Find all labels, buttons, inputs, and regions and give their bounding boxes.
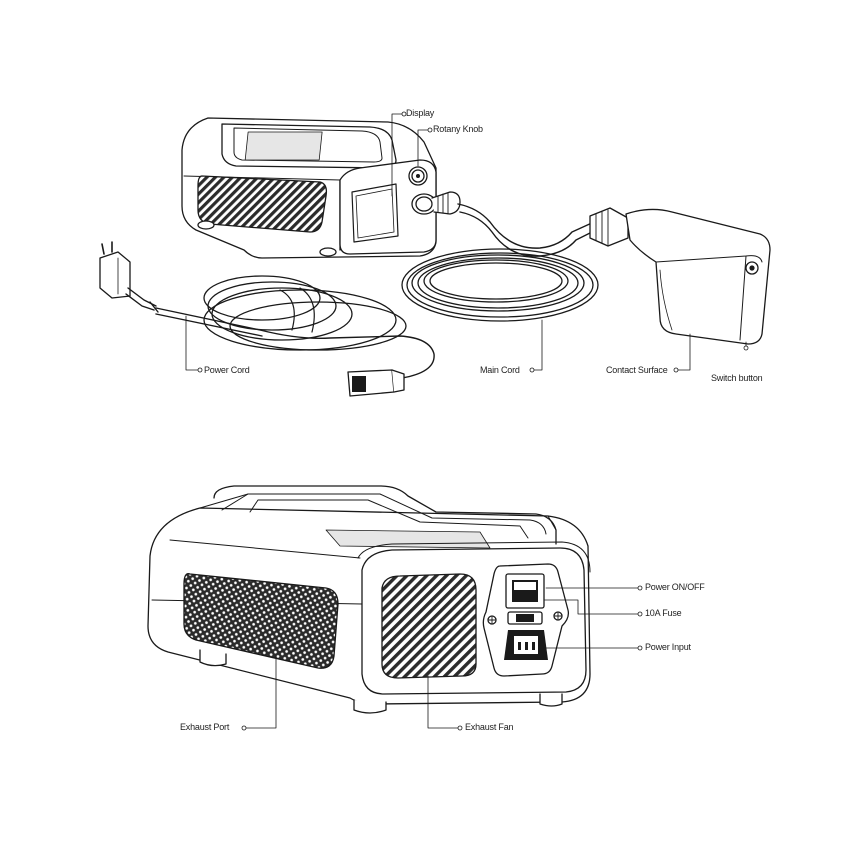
main-cord <box>401 203 599 322</box>
label-power-switch: Power ON/OFF <box>645 582 705 592</box>
label-rotary-knob: Rotany Knob <box>433 124 483 134</box>
top-handpiece <box>589 207 771 345</box>
label-display: Display <box>406 108 435 118</box>
label-power-input: Power Input <box>645 642 691 652</box>
label-power-cord: Power Cord <box>204 365 250 375</box>
rear-callout-lines <box>241 585 643 731</box>
label-exhaust-port: Exhaust Port <box>180 722 230 732</box>
label-main-cord: Main Cord <box>480 365 520 375</box>
rear-device-unit <box>147 485 591 714</box>
label-switch-button: Switch button <box>711 373 763 383</box>
power-cord <box>99 241 435 397</box>
label-exhaust-fan: Exhaust Fan <box>465 722 514 732</box>
top-device-unit <box>181 117 461 259</box>
top-callout-lines <box>185 111 749 373</box>
label-fuse: 10A Fuse <box>645 608 682 618</box>
label-contact-surface: Contact Surface <box>606 365 668 375</box>
